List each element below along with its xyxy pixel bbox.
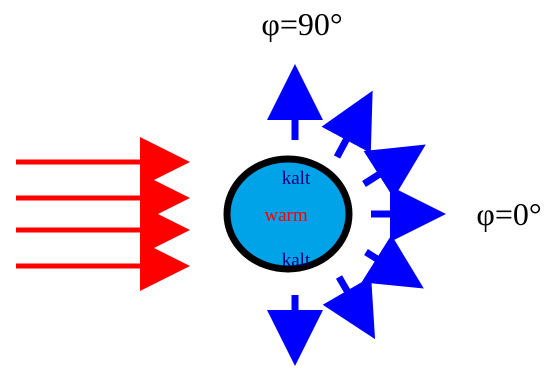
angle-label-right: φ=0° — [476, 196, 541, 232]
sphere — [223, 155, 353, 273]
angle-label-top: φ=90° — [261, 6, 342, 42]
outgoing-arrows — [267, 64, 446, 366]
outgoing-arrow-down-right — [322, 275, 376, 340]
outgoing-arrow-up-right — [321, 90, 373, 159]
sphere-label-bottom: kalt — [282, 250, 311, 271]
sphere-label-middle: warm — [264, 205, 307, 226]
sphere-label-top: kalt — [282, 168, 311, 189]
outgoing-arrow-right-up — [362, 144, 426, 199]
outgoing-arrow-right-down — [361, 234, 424, 289]
incoming-arrows — [16, 137, 190, 291]
